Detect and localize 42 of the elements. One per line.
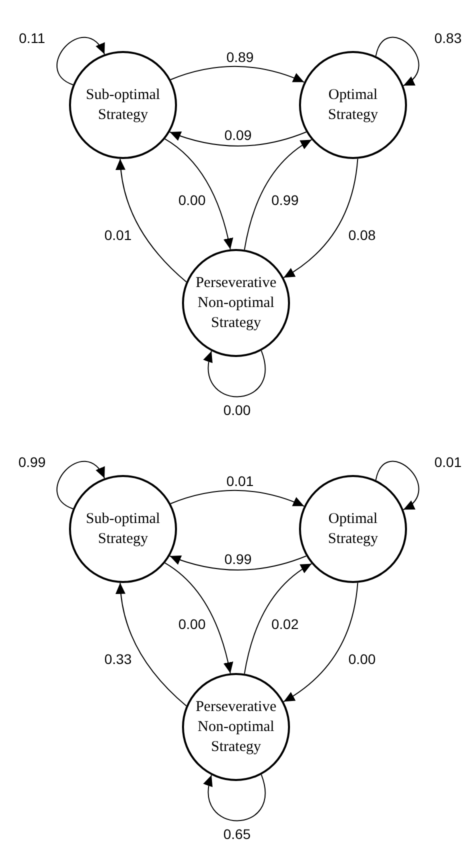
edge-label: 0.11 xyxy=(16,30,48,46)
state-label: Sub-optimal Strategy xyxy=(84,510,162,549)
arrow xyxy=(116,582,187,706)
arrow xyxy=(170,490,305,507)
edge-label: 0.33 xyxy=(102,651,134,667)
arrow xyxy=(169,131,307,146)
edge-label: 0.00 xyxy=(176,616,208,632)
arrow xyxy=(244,563,312,674)
edge-label: 0.01 xyxy=(432,454,464,470)
arrow xyxy=(283,582,358,702)
arrow xyxy=(164,138,233,250)
arrow xyxy=(56,460,106,510)
arrow xyxy=(116,158,187,282)
arrow xyxy=(164,562,233,674)
state-label: Perseverative Non-optimal Strategy xyxy=(194,698,278,757)
state-label: Sub-optimal Strategy xyxy=(84,86,162,125)
edge-label: 0.99 xyxy=(16,454,48,470)
edge-label: 0.02 xyxy=(269,616,301,632)
state-label: Optimal Strategy xyxy=(327,510,379,549)
arrow xyxy=(244,139,312,250)
edge-label: 0.99 xyxy=(222,551,254,567)
arrow xyxy=(283,158,358,278)
state-label: Optimal Strategy xyxy=(327,86,379,125)
arrow xyxy=(56,36,106,86)
edge-label: 0.89 xyxy=(224,49,256,65)
arrow xyxy=(204,774,266,822)
arrow xyxy=(170,66,305,83)
state-label: Perseverative Non-optimal Strategy xyxy=(194,274,278,333)
arrow xyxy=(169,555,307,570)
edge-label: 0.65 xyxy=(221,826,253,842)
edge-label: 0.01 xyxy=(102,227,134,243)
edge-label: 0.99 xyxy=(269,192,301,208)
edge-label: 0.00 xyxy=(346,651,378,667)
edge-label: 0.09 xyxy=(222,127,254,143)
edge-label: 0.08 xyxy=(346,227,378,243)
edge-label: 0.01 xyxy=(224,473,256,489)
edge-label: 0.00 xyxy=(221,402,253,418)
arrow xyxy=(375,461,420,510)
edge-label: 0.83 xyxy=(432,30,464,46)
arrow xyxy=(204,350,266,398)
edge-label: 0.00 xyxy=(176,192,208,208)
arrow xyxy=(375,37,420,86)
